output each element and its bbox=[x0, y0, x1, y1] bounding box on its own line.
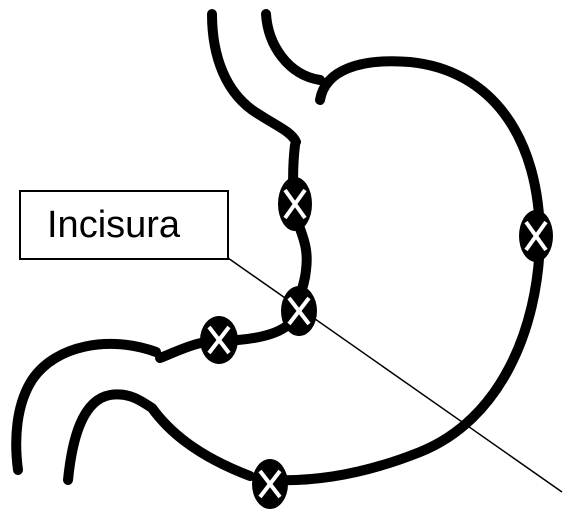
esophagus-left-wall bbox=[212, 14, 296, 142]
duodenum-inner bbox=[68, 394, 250, 480]
marker-antrum bbox=[200, 316, 238, 364]
marker-lesser-curvature-upper bbox=[278, 177, 312, 231]
esophagus-right-wall bbox=[266, 14, 320, 80]
fundus-greater-curvature bbox=[272, 61, 540, 480]
marker-greater-curvature bbox=[519, 210, 553, 262]
incisura-label-box: Incisura bbox=[19, 190, 229, 260]
marker-incisura bbox=[281, 286, 317, 336]
incisura-label: Incisura bbox=[47, 206, 180, 244]
duodenum-upper bbox=[160, 342, 205, 358]
marker-lower-body bbox=[252, 459, 288, 509]
